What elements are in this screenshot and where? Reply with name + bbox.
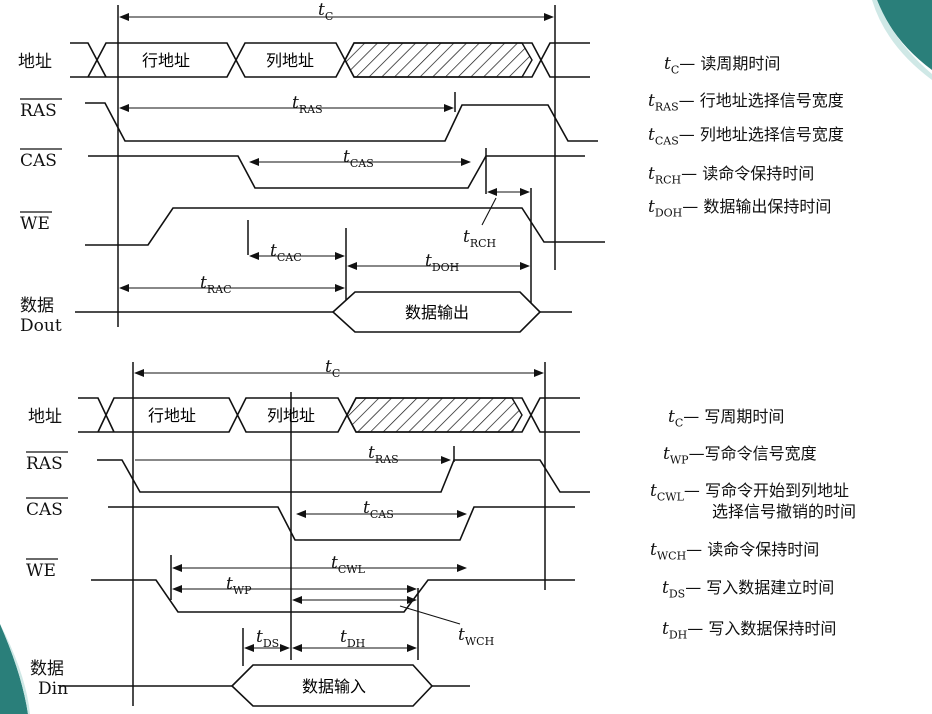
write-legend-item: tDS— 写入数据建立时间 <box>662 578 835 601</box>
write-legend-item: tDH— 写入数据保持时间 <box>662 619 837 642</box>
write-legend-item: tCWL— 写命令开始到列地址 <box>650 481 849 504</box>
write-row-addr-box: 行地址 <box>148 406 196 425</box>
read-col-addr-box: 列地址 <box>266 51 314 70</box>
svg-text:tC: tC <box>318 0 333 23</box>
corner-decoration <box>872 0 932 80</box>
read-tdoh-label: DOH <box>432 261 459 274</box>
read-tc-label: C <box>325 10 333 23</box>
svg-text:tDH: tDH <box>340 627 365 650</box>
read-legend-item: tDOH— 数据输出保持时间 <box>648 197 832 220</box>
read-cycle-diagram: 地址 RAS CAS WE 数据 Dout 行地址 列地址 数据输出 <box>18 0 605 336</box>
read-addr-label: 地址 <box>18 52 52 72</box>
write-cas-label: CAS <box>26 500 63 520</box>
read-we-label: WE <box>20 214 50 234</box>
read-ras-label: RAS <box>20 101 57 121</box>
write-tras-label: RAS <box>375 453 399 466</box>
read-legend-item: tC— 读周期时间 <box>664 54 781 77</box>
svg-text:tC: tC <box>325 357 340 380</box>
write-legend-item: tC— 写周期时间 <box>668 407 785 430</box>
read-tras-label: RAS <box>299 103 323 116</box>
svg-text:tWCH: tWCH <box>458 625 494 648</box>
write-addr-label: 地址 <box>28 407 62 427</box>
svg-text:tRAS: tRAS <box>292 93 323 116</box>
svg-text:tRAC: tRAC <box>200 273 232 296</box>
read-trch-label: RCH <box>470 237 496 250</box>
svg-text:tCWL: tCWL <box>331 553 366 576</box>
read-row-addr-box: 行地址 <box>142 51 190 70</box>
read-tcac-label: CAC <box>277 251 302 264</box>
write-we-label: WE <box>26 561 56 581</box>
read-legend-item: tRAS— 行地址选择信号宽度 <box>648 91 844 114</box>
svg-text:tRCH: tRCH <box>463 227 496 250</box>
svg-text:tCAS: tCAS <box>363 498 394 521</box>
write-twch-label: WCH <box>465 635 494 648</box>
write-data-label: 数据 <box>30 659 64 679</box>
write-col-addr-box: 列地址 <box>267 406 315 425</box>
svg-text:tDS: tDS <box>256 627 279 650</box>
write-tdh-label: DH <box>347 637 365 650</box>
write-cycle-diagram: 地址 RAS CAS WE 数据 Din 行地址 列地址 数据输入 <box>26 357 590 707</box>
svg-text:tWP: tWP <box>226 574 252 597</box>
read-tcas-label: CAS <box>350 157 374 170</box>
write-ras-label: RAS <box>26 454 63 474</box>
read-legend-item: tRCH— 读命令保持时间 <box>648 164 815 187</box>
write-data-sub-label: Din <box>38 679 68 699</box>
write-data-in-box: 数据输入 <box>302 677 366 696</box>
write-tcas-label: CAS <box>370 508 394 521</box>
read-data-sub-label: Dout <box>20 316 62 336</box>
write-legend-item: tWCH— 读命令保持时间 <box>650 540 820 563</box>
write-tc-label: C <box>332 367 340 380</box>
read-data-out-box: 数据输出 <box>405 303 469 322</box>
corner-decoration-bottom <box>0 624 30 714</box>
svg-text:tCAS: tCAS <box>343 147 374 170</box>
write-tcwl-label: CWL <box>338 563 366 576</box>
write-legend-item-cont: 选择信号撤销的时间 <box>712 502 857 521</box>
timing-diagram: 地址 RAS CAS WE 数据 Dout 行地址 列地址 数据输出 <box>18 0 605 707</box>
svg-text:tRAS: tRAS <box>368 443 399 466</box>
write-legend-item: tWP—写命令信号宽度 <box>663 444 817 467</box>
read-legend-item: tCAS— 列地址选择信号宽度 <box>648 125 844 148</box>
write-tds-label: DS <box>263 637 279 650</box>
read-data-label: 数据 <box>20 296 54 316</box>
svg-text:tDOH: tDOH <box>425 251 459 274</box>
read-trac-label: RAC <box>207 283 232 296</box>
svg-text:tCAC: tCAC <box>270 241 302 264</box>
write-twp-label: WP <box>233 584 252 597</box>
read-cas-label: CAS <box>20 151 57 171</box>
